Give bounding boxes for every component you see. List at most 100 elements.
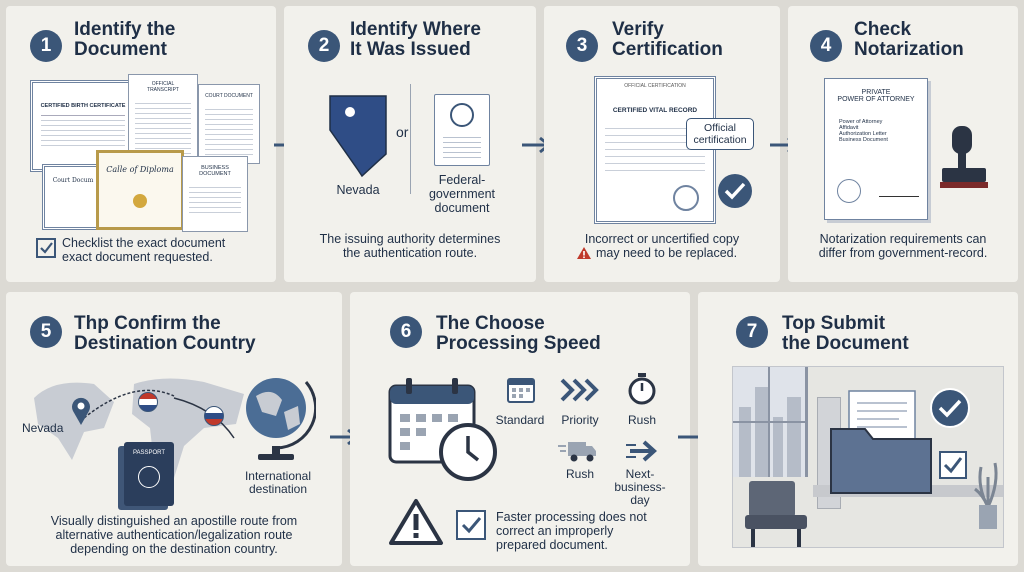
- checkbox-check-icon: [939, 451, 967, 479]
- speed-rush2-label: Rush: [565, 467, 594, 481]
- step-caption-line2: differ from government-record.: [818, 246, 988, 260]
- step-caption-line2: the authentication route.: [342, 246, 478, 260]
- destination-label-line2: destination: [248, 482, 308, 496]
- notary-seal-icon: [837, 179, 861, 203]
- stamp-icon: [934, 124, 992, 204]
- passport-emblem-icon: [138, 466, 160, 488]
- step-number-badge: 3: [566, 30, 598, 62]
- step-2-panel: 2 Identify Where It Was Issued Nevada or…: [284, 6, 536, 282]
- birth-certificate-doc: CERTIFIED BIRTH CERTIFICATE: [30, 80, 136, 172]
- check-circle-icon: [929, 387, 971, 429]
- step-caption-line2: alternative authentication/legalization …: [55, 528, 293, 542]
- speed-standard-label: Standard: [495, 413, 545, 427]
- diploma-label: Calle of Diploma: [106, 165, 174, 174]
- speed-rush-label: Rush: [627, 413, 656, 427]
- step-3-panel: 3 Verify Certification OFFICIAL CERTIFIC…: [544, 6, 780, 282]
- business-doc: BUSINESS DOCUMENT: [182, 156, 248, 232]
- warning-triangle-icon: [388, 498, 444, 546]
- step-caption-line1: Notarization requirements can: [819, 232, 987, 246]
- location-pin-icon: [70, 396, 92, 426]
- step-title-line2: Processing Speed: [436, 333, 601, 354]
- warning-icon: [576, 246, 592, 260]
- step-caption-line1: The issuing authority determines: [319, 232, 501, 246]
- step-caption-line2: may need to be replaced.: [596, 246, 738, 260]
- document-types-illustration: CERTIFIED BIRTH CERTIFICATE OFFICIAL TRA…: [26, 72, 266, 232]
- state-label: Nevada: [336, 183, 380, 197]
- step-title-line1: Identify the: [74, 19, 176, 40]
- step-title-line2: Destination Country: [74, 333, 256, 354]
- poa-item: Power of Attorney: [839, 119, 883, 125]
- transcript-label-2: TRANSCRIPT: [147, 87, 179, 93]
- record-header: OFFICIAL CERTIFICATION: [624, 83, 686, 89]
- office-scene: [732, 366, 1004, 548]
- step-number-badge: 1: [30, 30, 62, 62]
- poa-item: Affidavit: [839, 125, 859, 131]
- step-number-badge: 7: [736, 316, 768, 348]
- speed-priority-label: Priority: [561, 413, 599, 427]
- federal-label-line2: government: [428, 187, 495, 201]
- flag-pin-icon: [204, 406, 224, 426]
- office-window: [733, 367, 808, 477]
- next-day-line2: business-: [614, 480, 666, 494]
- divider: [410, 84, 411, 194]
- checklist-icon: [36, 238, 56, 258]
- next-day-arrow-icon: [626, 438, 662, 464]
- federal-seal-icon: [450, 103, 474, 127]
- step-title-line1: Top Submit: [782, 313, 886, 334]
- step-title-line1: Check: [854, 19, 912, 40]
- step-title-line1: Identify Where: [350, 19, 481, 40]
- step-title-line2: Document: [74, 39, 167, 60]
- document-folder-icon: [827, 389, 937, 499]
- court-document-label: COURT DOCUMENT: [205, 93, 253, 99]
- badge-line1: Official: [704, 122, 736, 134]
- step-5-panel: 5 Thp Confirm the Destination Country Ne…: [6, 292, 342, 566]
- step-caption-line2: exact document requested.: [62, 250, 213, 264]
- next-day-line1: Next-: [625, 467, 655, 481]
- step-title-line1: The Choose: [436, 313, 545, 334]
- poa-title-line2: POWER OF ATTORNEY: [837, 96, 915, 103]
- federal-label-line3: document: [434, 201, 490, 215]
- step-title-line2: Certification: [612, 39, 723, 60]
- step-number-badge: 4: [810, 30, 842, 62]
- standard-calendar-icon: [506, 374, 536, 404]
- step-7-panel: 7 Top Submit the Document: [698, 292, 1018, 566]
- nevada-map-icon: [328, 94, 390, 178]
- court-doc-small-label: Court Docum: [52, 177, 94, 184]
- federal-document-icon: [434, 94, 490, 166]
- poa-item: Authorization Letter: [839, 131, 887, 137]
- court-doc-small: Court Docum: [42, 164, 104, 230]
- step-title-line2: It Was Issued: [350, 39, 471, 60]
- step-4-panel: 4 Check Notarization PRIVATE POWER OF AT…: [788, 6, 1018, 282]
- step-title-line2: the Document: [782, 333, 909, 354]
- rush-truck-icon: [558, 438, 598, 464]
- passport-label: PASSPORT: [132, 450, 166, 456]
- step-number-badge: 6: [390, 316, 422, 348]
- priority-chevrons-icon: [560, 378, 600, 402]
- or-label: or: [396, 124, 409, 140]
- signature-icon: [879, 188, 919, 197]
- step-number-badge: 5: [30, 316, 62, 348]
- gold-seal-icon: [133, 194, 147, 208]
- business-label-2: DOCUMENT: [199, 171, 231, 177]
- globe-icon: [242, 372, 316, 464]
- poa-title-line1: PRIVATE: [861, 89, 891, 96]
- court-document-doc: COURT DOCUMENT: [198, 84, 260, 164]
- step-caption-line3: depending on the destination country.: [70, 542, 278, 556]
- next-day-line3: day: [630, 493, 650, 507]
- clock-icon: [438, 422, 498, 482]
- badge-line2: certification: [693, 134, 747, 146]
- stopwatch-icon: [626, 372, 658, 406]
- transcript-label-1: OFFICIAL: [151, 81, 175, 87]
- step-caption-line3: prepared document.: [496, 538, 608, 552]
- birth-certificate-label: CERTIFIED BIRTH CERTIFICATE: [40, 103, 126, 109]
- destination-label-line1: International: [244, 469, 312, 483]
- step-caption-line1: Checklist the exact document: [62, 236, 226, 250]
- step-caption-line1: Incorrect or uncertified copy: [584, 232, 740, 246]
- office-chair-icon: [743, 477, 813, 547]
- step-caption-line2: correct an improperly: [496, 524, 614, 538]
- poa-item: Business Document: [839, 137, 888, 143]
- step-6-panel: 6 The Choose Processing Speed Standard P…: [350, 292, 690, 566]
- checkbox-check-icon: [456, 510, 486, 540]
- step-caption-line1: Faster processing does not: [496, 510, 647, 524]
- business-label-1: BUSINESS: [201, 165, 229, 171]
